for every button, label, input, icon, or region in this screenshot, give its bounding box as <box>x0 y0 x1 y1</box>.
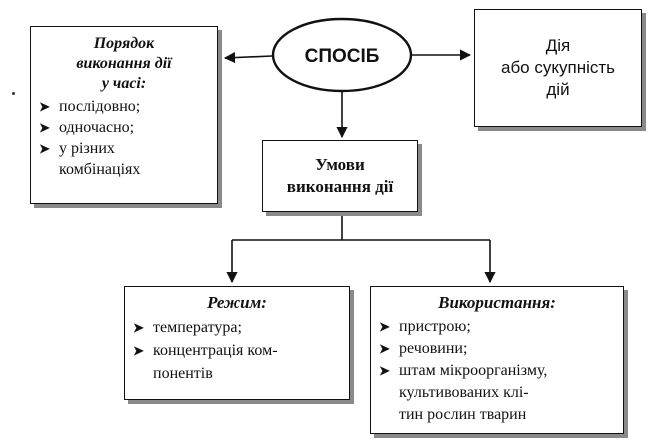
list-item: ➤ пристрою; <box>379 316 615 338</box>
order-title: Порядок виконання дії у часі: <box>39 34 209 94</box>
list-item: ➤ у різних <box>39 138 209 159</box>
list-item-text: культивованих клі- <box>399 384 529 401</box>
conditions-line-2: виконання дії <box>286 177 394 196</box>
list-item-text: послідовно; <box>59 98 141 115</box>
conditions-line-1: Умови <box>315 155 365 174</box>
list-item: ➤ одночасно; <box>39 117 209 138</box>
list-item-continuation: комбінаціях <box>39 159 209 180</box>
list-item-text: одночасно; <box>59 119 135 136</box>
list-item-text: понентів <box>153 365 213 382</box>
order-title-line-3: у часі: <box>101 75 147 92</box>
mode-box: Режим: ➤ температура; ➤ концентрація ком- … <box>124 286 350 400</box>
list-item: ➤ температура; <box>133 316 341 339</box>
action-line-2: або сукупність <box>500 58 615 77</box>
list-item-text: штам мікроорганізму, <box>399 362 548 379</box>
mode-list: ➤ температура; ➤ концентрація ком- поненті… <box>133 316 341 385</box>
list-item-continuation: культивованих клі- <box>379 382 615 404</box>
order-title-line-2: виконання дії <box>76 55 172 72</box>
usage-box: Використання: ➤ пристрою; ➤ речовини; ➤ шта… <box>370 286 624 434</box>
chevron-right-icon: ➤ <box>379 319 390 334</box>
order-box: Порядок виконання дії у часі: ➤ послідовн… <box>30 26 218 204</box>
list-item-text: речовини; <box>399 340 468 357</box>
center-node-ellipse <box>271 17 413 93</box>
conditions-box: Умови виконання дії <box>262 140 418 212</box>
usage-list: ➤ пристрою; ➤ речовини; ➤ штам мікроорганіз… <box>379 316 615 426</box>
chevron-right-icon: ➤ <box>39 120 50 135</box>
list-item: ➤ концентрація ком- <box>133 339 341 362</box>
list-item-text: комбінаціях <box>59 161 141 178</box>
stray-dot <box>12 92 15 95</box>
list-item-text: температура; <box>153 319 242 336</box>
center-node-label: СПОСІБ <box>305 46 380 67</box>
action-line-1: Дія <box>545 36 571 55</box>
list-item-continuation: тин рослин тварин <box>379 404 615 426</box>
usage-title: Використання: <box>438 293 556 312</box>
chevron-right-icon: ➤ <box>379 341 390 356</box>
list-item-text: концентрація ком- <box>153 342 278 359</box>
arrow-center-to-order <box>223 51 273 64</box>
list-item-text: у різних <box>59 140 115 157</box>
list-item: ➤ речовини; <box>379 338 615 360</box>
list-item: ➤ штам мікроорганізму, <box>379 360 615 382</box>
list-item-text: пристрою; <box>399 318 471 335</box>
list-item-continuation: понентів <box>133 362 341 385</box>
chevron-right-icon: ➤ <box>133 320 144 335</box>
order-title-line-1: Порядок <box>93 35 155 52</box>
action-box: Дія або сукупність дій <box>474 9 642 127</box>
mode-title: Режим: <box>207 293 267 312</box>
list-item-text: тин рослин тварин <box>399 406 527 423</box>
chevron-right-icon: ➤ <box>39 99 50 114</box>
action-line-3: дій <box>546 80 570 99</box>
chevron-right-icon: ➤ <box>133 343 144 358</box>
order-list: ➤ послідовно; ➤ одночасно; ➤ у різних комбі… <box>39 96 209 180</box>
chevron-right-icon: ➤ <box>379 363 390 378</box>
list-item: ➤ послідовно; <box>39 96 209 117</box>
chevron-right-icon: ➤ <box>39 141 50 156</box>
